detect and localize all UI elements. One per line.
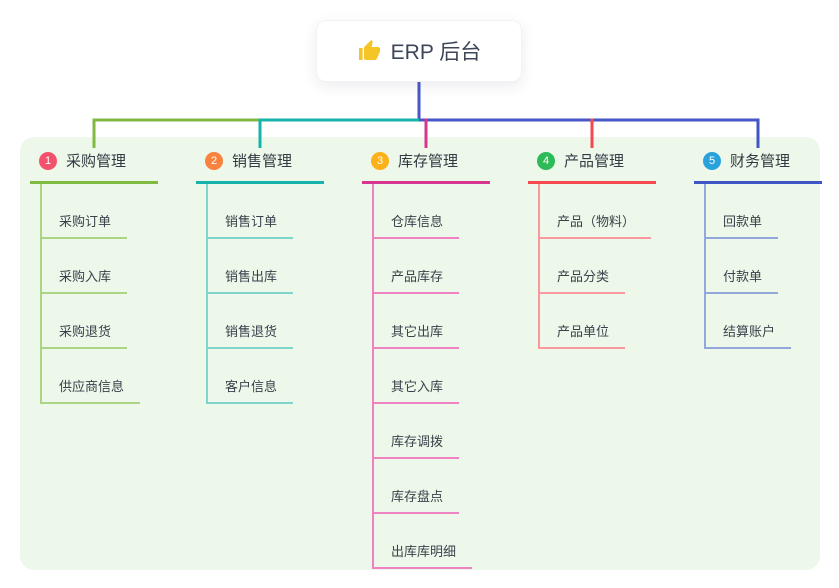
branch-3-header[interactable]: 3 库存管理 xyxy=(362,149,491,184)
child-node[interactable]: 库存调拨 xyxy=(374,404,460,459)
child-node[interactable]: 采购入库 xyxy=(42,239,128,294)
branch-title: 库存管理 xyxy=(398,153,459,170)
branch-index-badge: 3 xyxy=(371,151,389,170)
branch-1-children: 采购订单采购入库采购退货供应商信息 xyxy=(40,184,141,404)
branch-1: 1 采购管理采购订单采购入库采购退货供应商信息 xyxy=(30,149,159,404)
branch-index-badge: 4 xyxy=(537,151,555,170)
child-node[interactable]: 出库库明细 xyxy=(374,514,473,569)
child-node[interactable]: 付款单 xyxy=(706,239,779,294)
branch-5-header[interactable]: 5 财务管理 xyxy=(694,149,823,184)
branch-5: 5 财务管理回款单付款单结算账户 xyxy=(694,149,823,349)
branch-index-badge: 2 xyxy=(205,151,223,170)
branch-title: 财务管理 xyxy=(730,153,791,170)
child-node[interactable]: 供应商信息 xyxy=(42,349,141,404)
child-node[interactable]: 产品库存 xyxy=(374,239,460,294)
branch-2: 2 销售管理销售订单销售出库销售退货客户信息 xyxy=(196,149,325,404)
branch-3-children: 仓库信息产品库存其它出库其它入库库存调拨库存盘点出库库明细 xyxy=(372,184,473,569)
child-node[interactable]: 产品分类 xyxy=(540,239,626,294)
child-node[interactable]: 客户信息 xyxy=(208,349,294,404)
child-node[interactable]: 仓库信息 xyxy=(374,184,460,239)
branch-index-badge: 1 xyxy=(39,151,57,170)
child-node[interactable]: 产品单位 xyxy=(540,294,626,349)
thumbs-up-icon xyxy=(358,40,380,60)
child-node[interactable]: 销售退货 xyxy=(208,294,294,349)
branch-title: 采购管理 xyxy=(66,153,127,170)
branches-panel: 1 采购管理采购订单采购入库采购退货供应商信息 2 销售管理销售订单销售出库销售退货客… xyxy=(20,137,823,570)
branch-5-children: 回款单付款单结算账户 xyxy=(704,184,792,349)
branch-index-badge: 5 xyxy=(703,151,721,170)
branch-2-header[interactable]: 2 销售管理 xyxy=(196,149,325,184)
branch-1-header[interactable]: 1 采购管理 xyxy=(30,149,159,184)
child-node[interactable]: 销售订单 xyxy=(208,184,294,239)
branch-2-children: 销售订单销售出库销售退货客户信息 xyxy=(206,184,294,404)
child-node[interactable]: 其它出库 xyxy=(374,294,460,349)
branch-4: 4 产品管理产品（物料）产品分类产品单位 xyxy=(528,149,657,349)
branch-3: 3 库存管理仓库信息产品库存其它出库其它入库库存调拨库存盘点出库库明细 xyxy=(362,149,491,569)
child-node[interactable]: 采购订单 xyxy=(42,184,128,239)
child-node[interactable]: 回款单 xyxy=(706,184,779,239)
child-node[interactable]: 库存盘点 xyxy=(374,459,460,514)
branch-4-header[interactable]: 4 产品管理 xyxy=(528,149,657,184)
root-node[interactable]: ERP 后台 xyxy=(316,20,522,82)
child-node[interactable]: 销售出库 xyxy=(208,239,294,294)
root-title: ERP 后台 xyxy=(390,41,482,64)
child-node[interactable]: 结算账户 xyxy=(706,294,792,349)
branch-title: 销售管理 xyxy=(232,153,293,170)
child-node[interactable]: 其它入库 xyxy=(374,349,460,404)
branch-4-children: 产品（物料）产品分类产品单位 xyxy=(538,184,652,349)
child-node[interactable]: 产品（物料） xyxy=(540,184,652,239)
branch-title: 产品管理 xyxy=(564,153,625,170)
child-node[interactable]: 采购退货 xyxy=(42,294,128,349)
